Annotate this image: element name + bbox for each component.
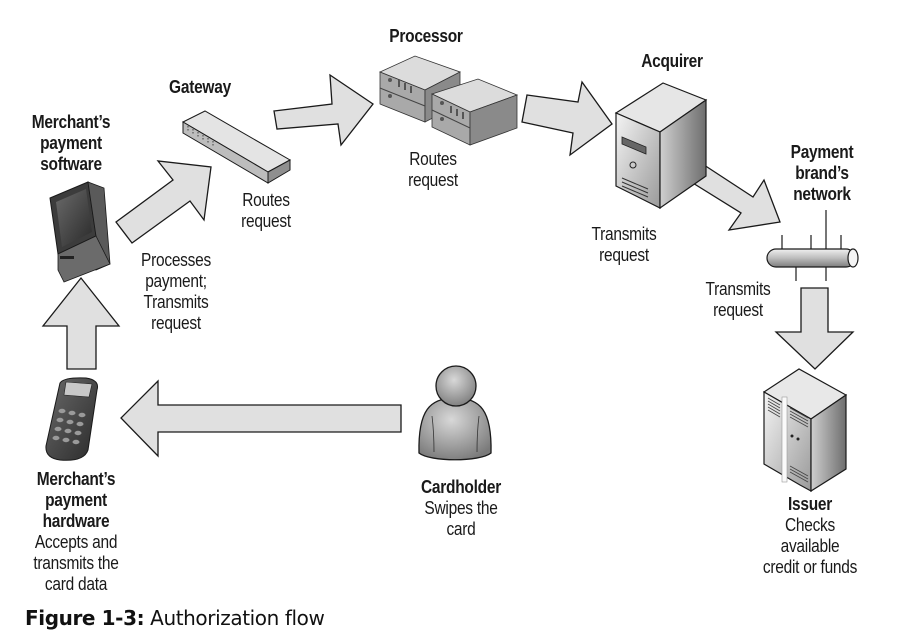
edge-label-processor-to-acquirer: Routes request bbox=[399, 149, 468, 191]
node-title: Cardholder bbox=[420, 477, 501, 497]
edge-label-line: Routes bbox=[242, 190, 290, 210]
node-description-line: available bbox=[780, 536, 840, 556]
edge-label-line: request bbox=[408, 170, 458, 190]
node-title: Issuer bbox=[787, 494, 833, 514]
arrow-processor-to-acquirer bbox=[521, 80, 613, 157]
node-title: Acquirer bbox=[641, 51, 703, 71]
mainframe-server-icon bbox=[762, 368, 848, 493]
node-title-line: Merchant’s bbox=[31, 112, 111, 132]
edge-label-line: request bbox=[599, 245, 649, 265]
node-label-acquirer: Acquirer bbox=[629, 51, 715, 72]
arrow-hardware-to-software bbox=[41, 276, 121, 370]
edge-label-line: payment; bbox=[145, 271, 207, 291]
node-title-line: software bbox=[40, 154, 102, 174]
node-description-line: Swipes the bbox=[424, 498, 498, 518]
rack-servers-icon bbox=[378, 55, 519, 146]
node-title-line: Merchant’s bbox=[36, 469, 116, 489]
edge-label-line: Transmits bbox=[143, 292, 209, 312]
node-description-line: credit or funds bbox=[762, 557, 858, 577]
edge-label-line: request bbox=[241, 211, 291, 231]
arrow-cardholder-to-hardware bbox=[120, 379, 402, 458]
node-label-processor: Processor bbox=[383, 26, 469, 47]
edge-label-line: request bbox=[151, 313, 201, 333]
node-label-brand-network: Payment brand’s network bbox=[777, 142, 866, 205]
node-label-issuer: Issuer Checks available credit or funds bbox=[757, 494, 864, 578]
node-title: Processor bbox=[389, 26, 463, 46]
node-title: Gateway bbox=[169, 77, 231, 97]
node-title-line: Payment bbox=[790, 142, 854, 162]
figure-number: Figure 1-3: bbox=[25, 606, 145, 630]
edge-label-gateway-to-processor: Routes request bbox=[232, 190, 301, 232]
network-switch-icon bbox=[181, 110, 292, 184]
edge-label-line: Processes bbox=[141, 250, 211, 270]
pin-pad-icon bbox=[45, 377, 98, 461]
node-description-line: card bbox=[446, 519, 476, 539]
arrow-software-to-gateway bbox=[115, 160, 212, 244]
node-title-line: payment bbox=[40, 133, 102, 153]
pos-terminal-icon bbox=[49, 181, 111, 283]
node-description-line: card data bbox=[44, 574, 108, 594]
edge-label-network-to-issuer: Transmits request bbox=[697, 279, 780, 321]
edge-label-line: Transmits bbox=[591, 224, 657, 244]
node-label-gateway: Gateway bbox=[157, 77, 243, 98]
node-description-line: Accepts and bbox=[34, 532, 118, 552]
node-title-line: hardware bbox=[42, 511, 110, 531]
node-title-line: network bbox=[793, 184, 851, 204]
edge-label-acquirer-to-network: Transmits request bbox=[583, 224, 666, 266]
arrow-acquirer-to-network bbox=[687, 162, 781, 231]
node-title-line: payment bbox=[45, 490, 107, 510]
person-icon bbox=[418, 365, 492, 461]
figure-title: Authorization flow bbox=[144, 606, 325, 630]
edge-label-line: Routes bbox=[409, 149, 457, 169]
node-description-line: Checks bbox=[784, 515, 836, 535]
node-label-merchant-software: Merchant’s payment software bbox=[24, 112, 119, 175]
edge-label-software-to-gateway: Processes payment; Transmits request bbox=[135, 250, 218, 334]
arrow-network-to-issuer bbox=[774, 287, 855, 370]
edge-label-line: request bbox=[713, 300, 763, 320]
node-title-line: brand’s bbox=[795, 163, 849, 183]
node-label-merchant-hardware: Merchant’s payment hardware Accepts and … bbox=[23, 469, 130, 595]
edge-label-line: Transmits bbox=[705, 279, 771, 299]
figure-caption: Figure 1-3: Authorization flow bbox=[25, 606, 325, 630]
tower-server-icon bbox=[614, 82, 708, 210]
arrow-gateway-to-processor bbox=[273, 73, 374, 147]
node-label-cardholder: Cardholder Swipes the card bbox=[414, 477, 509, 540]
node-description-line: transmits the bbox=[33, 553, 119, 573]
network-bus-icon bbox=[766, 210, 859, 281]
